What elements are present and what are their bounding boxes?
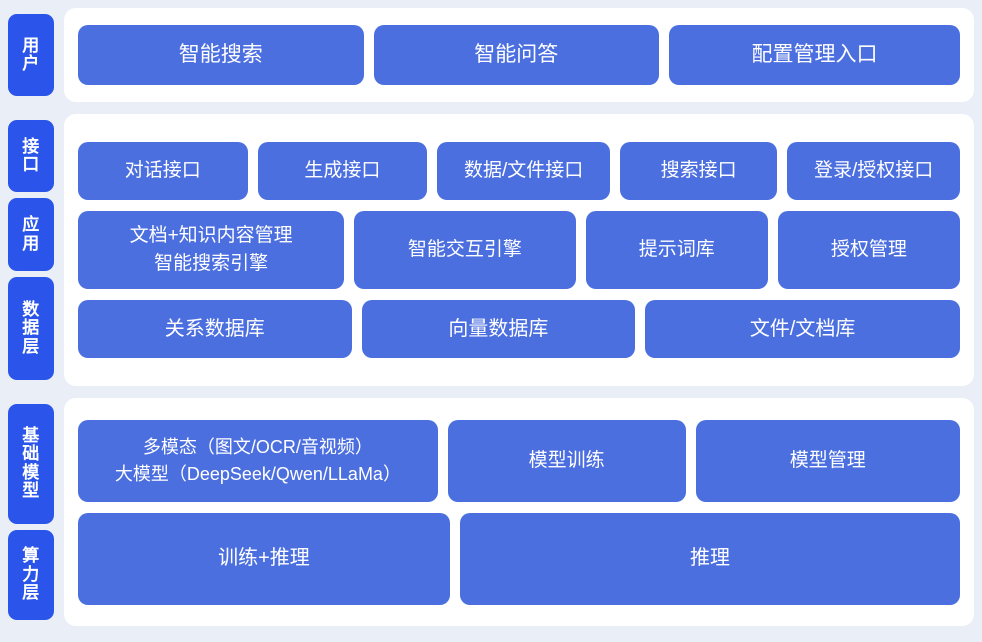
card-search-api[interactable]: 搜索接口 xyxy=(619,142,778,200)
card-doc-knowledge-management[interactable]: 文档+知识内容管理 智能搜索引擎 xyxy=(78,211,345,289)
card-multimodal-llm[interactable]: 多模态（图文/OCR/音视频） 大模型（DeepSeek/Qwen/LLaMa） xyxy=(78,419,438,502)
badge-char: 基 xyxy=(22,426,40,446)
badge-interface[interactable]: 接 口 xyxy=(8,120,54,193)
badge-column-user: 用 户 xyxy=(8,8,54,102)
row-application: 文档+知识内容管理 智能搜索引擎 智能交互引擎 提示词库 授权管理 xyxy=(78,211,960,289)
card-smart-search[interactable]: 智能搜索 xyxy=(78,25,364,85)
badge-char: 应 xyxy=(22,215,40,235)
band-middle: 接 口 应 用 数 据 层 对话接口 生成接口 数据/文件接口 搜索接口 登录/… xyxy=(8,114,974,386)
card-authorization-management[interactable]: 授权管理 xyxy=(777,211,960,289)
badge-column-base: 基 础 模 型 算 力 层 xyxy=(8,398,54,626)
row-data-layer: 关系数据库 向量数据库 文件/文档库 xyxy=(78,300,960,358)
badge-application[interactable]: 应 用 xyxy=(8,198,54,271)
card-vector-database[interactable]: 向量数据库 xyxy=(361,300,636,358)
panel-middle: 对话接口 生成接口 数据/文件接口 搜索接口 登录/授权接口 文档+知识内容管理… xyxy=(64,114,974,386)
card-smart-qa[interactable]: 智能问答 xyxy=(373,25,660,85)
card-prompt-library[interactable]: 提示词库 xyxy=(585,211,768,289)
card-model-training[interactable]: 模型训练 xyxy=(447,419,686,502)
badge-char: 口 xyxy=(22,155,40,175)
badge-char: 模 xyxy=(22,462,40,482)
panel-base: 多模态（图文/OCR/音视频） 大模型（DeepSeek/Qwen/LLaMa）… xyxy=(64,398,974,626)
badge-user[interactable]: 用 户 xyxy=(8,14,54,96)
badge-data-layer[interactable]: 数 据 层 xyxy=(8,276,54,381)
badge-char: 型 xyxy=(22,481,40,501)
badge-char: 层 xyxy=(22,582,40,602)
panel-user: 智能搜索 智能问答 配置管理入口 xyxy=(64,8,974,102)
row-compute-layer: 训练+推理 推理 xyxy=(78,512,960,605)
card-inference[interactable]: 推理 xyxy=(459,512,960,605)
card-generation-api[interactable]: 生成接口 xyxy=(257,142,428,200)
card-config-management-entry[interactable]: 配置管理入口 xyxy=(669,25,960,85)
card-relational-database[interactable]: 关系数据库 xyxy=(78,300,352,358)
row-user: 智能搜索 智能问答 配置管理入口 xyxy=(78,25,960,85)
badge-char: 据 xyxy=(22,318,40,338)
badge-char: 用 xyxy=(22,35,40,55)
badge-char: 户 xyxy=(22,54,40,73)
badge-char: 础 xyxy=(22,444,40,464)
card-data-file-api[interactable]: 数据/文件接口 xyxy=(437,142,610,200)
card-smart-interaction-engine[interactable]: 智能交互引擎 xyxy=(354,211,576,289)
row-foundation-model: 多模态（图文/OCR/音视频） 大模型（DeepSeek/Qwen/LLaMa）… xyxy=(78,419,960,502)
card-login-auth-api[interactable]: 登录/授权接口 xyxy=(787,142,960,200)
band-base: 基 础 模 型 算 力 层 多模态（图文/OCR/音视频） 大模型（DeepSe… xyxy=(8,398,974,626)
badge-char: 算 xyxy=(22,546,40,566)
row-interface: 对话接口 生成接口 数据/文件接口 搜索接口 登录/授权接口 xyxy=(78,142,960,200)
badge-compute-layer[interactable]: 算 力 层 xyxy=(8,529,54,620)
badge-char: 接 xyxy=(22,136,40,156)
badge-char: 用 xyxy=(22,233,40,253)
badge-char: 力 xyxy=(22,564,40,584)
badge-char: 层 xyxy=(22,336,40,356)
badge-column-middle: 接 口 应 用 数 据 层 xyxy=(8,114,54,386)
badge-char: 数 xyxy=(22,299,40,319)
card-training-inference[interactable]: 训练+推理 xyxy=(78,512,450,605)
badge-foundation-model[interactable]: 基 础 模 型 xyxy=(8,404,54,524)
card-dialog-api[interactable]: 对话接口 xyxy=(78,142,248,200)
card-file-document-store[interactable]: 文件/文档库 xyxy=(645,300,960,358)
card-model-management[interactable]: 模型管理 xyxy=(695,419,960,502)
band-user: 用 户 智能搜索 智能问答 配置管理入口 xyxy=(8,8,974,102)
